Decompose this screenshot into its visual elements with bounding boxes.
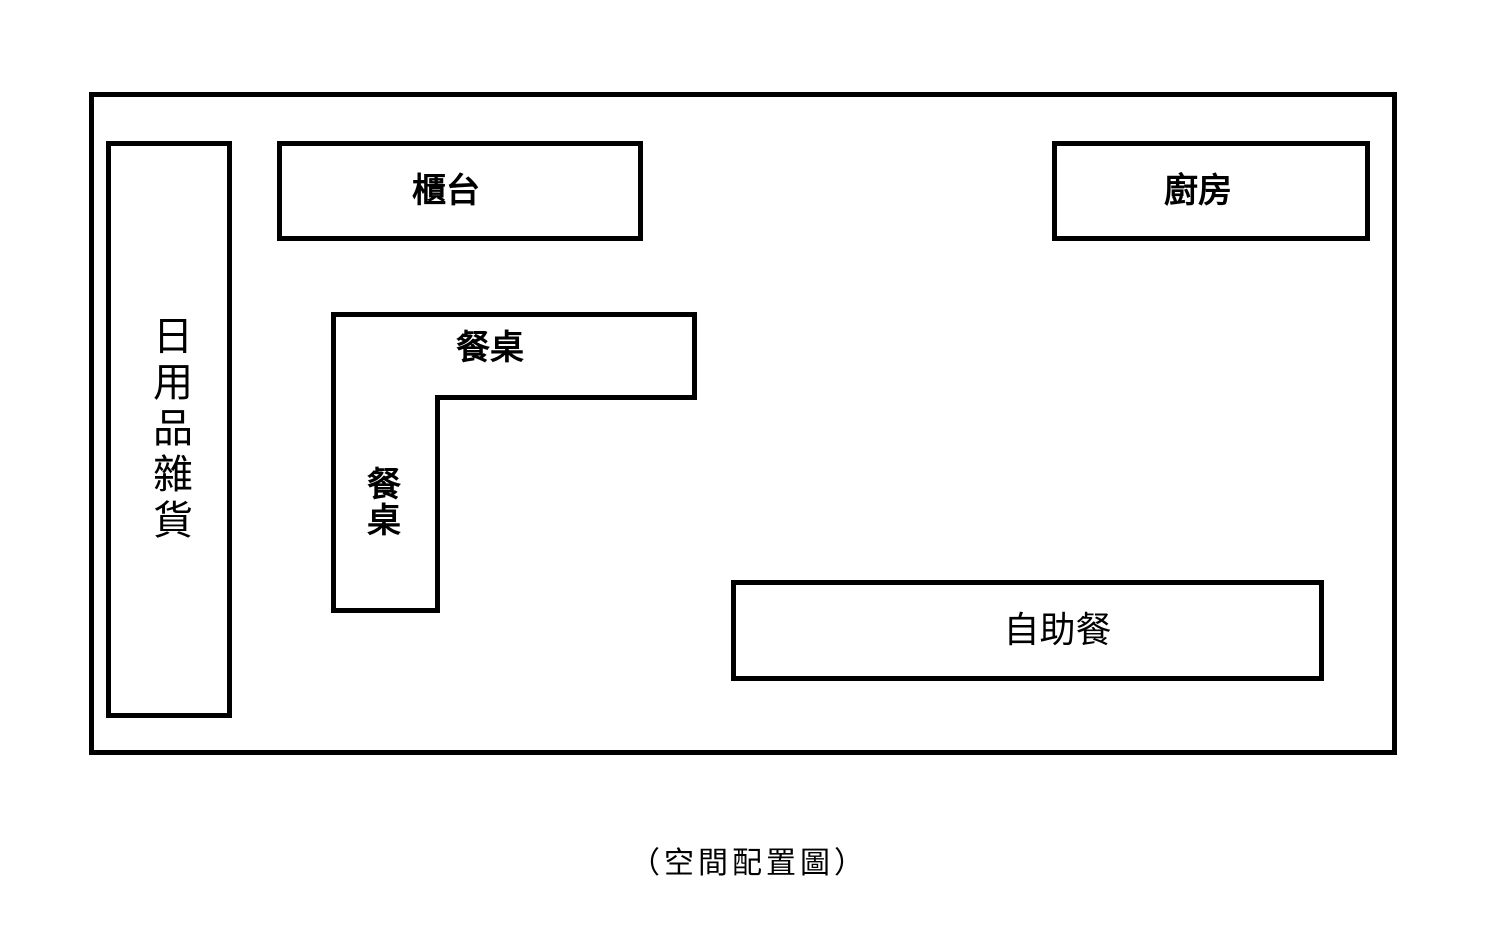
floor-plan-boundary xyxy=(89,92,1397,755)
diagram-caption: （空間配置圖） xyxy=(630,846,868,881)
area-label-dining-table-horizontal: 餐桌 xyxy=(456,328,524,368)
area-label-counter: 櫃台 xyxy=(412,171,480,211)
area-buffet: 自助餐 xyxy=(731,580,1324,681)
area-kitchen: 廚房 xyxy=(1052,141,1370,241)
area-label-dining-table-vertical: 餐桌 xyxy=(360,465,401,538)
area-dining-table-horizontal: 餐桌 xyxy=(331,312,697,400)
area-dining-table-vertical: 餐桌 xyxy=(331,395,440,613)
area-label-kitchen: 廚房 xyxy=(1164,171,1232,211)
area-counter: 櫃台 xyxy=(277,141,643,241)
area-label-daily-goods: 日用品雜貨 xyxy=(146,314,192,545)
area-daily-goods-shelf: 日用品雜貨 xyxy=(106,141,232,718)
area-label-buffet: 自助餐 xyxy=(1003,609,1112,651)
